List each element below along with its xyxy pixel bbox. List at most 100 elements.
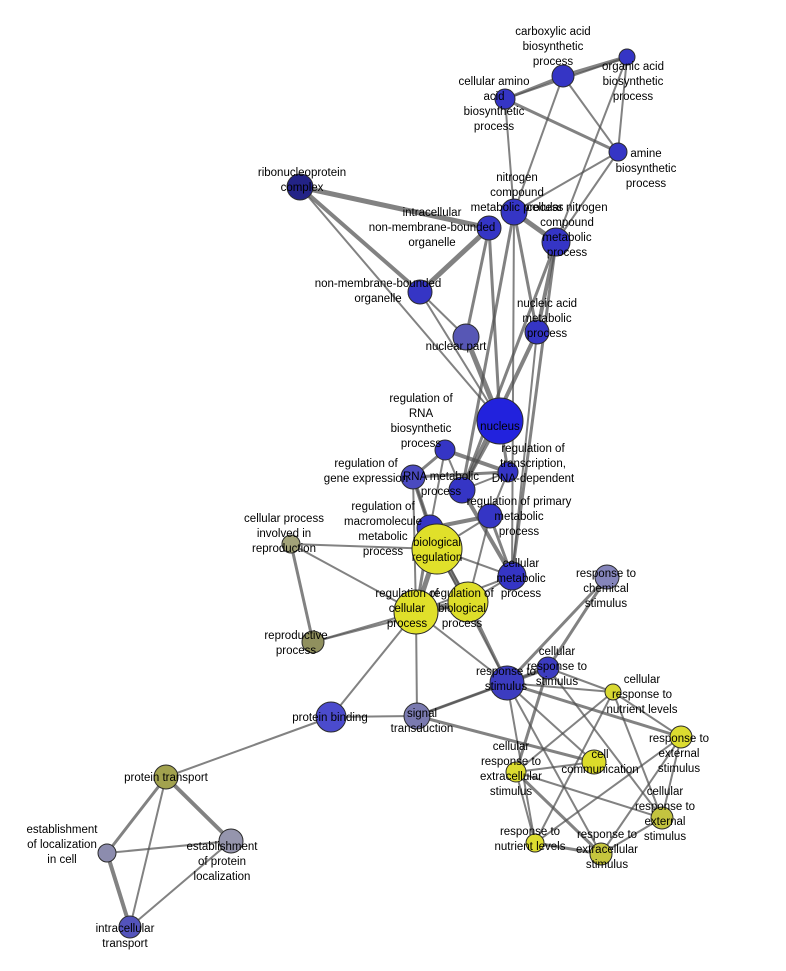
edge-ncm-rnam[interactable]	[460, 210, 516, 492]
edge-cpir-repro[interactable]	[289, 542, 315, 644]
edge-rnp-nucleus[interactable]	[299, 186, 501, 422]
node-rts[interactable]	[489, 665, 525, 701]
edge-rts-crnl[interactable]	[506, 682, 614, 693]
edge-crexts-rexs[interactable]	[600, 817, 663, 855]
edge-rnam-cmp[interactable]	[460, 488, 514, 578]
edge-crnl-rnl[interactable]	[534, 691, 614, 844]
node-crs[interactable]	[536, 656, 560, 680]
edge-pt-elc[interactable]	[105, 775, 168, 855]
node-rcp[interactable]	[393, 589, 439, 635]
edge-rnp-nmbo[interactable]	[298, 185, 422, 294]
node-rnam[interactable]	[448, 476, 476, 504]
edge-res-crexts[interactable]	[661, 736, 682, 819]
node-rnp[interactable]	[286, 173, 314, 201]
edge-ncm-cmp[interactable]	[511, 211, 515, 577]
edge-cncm-rnam[interactable]	[460, 240, 558, 492]
node-nucleus[interactable]	[476, 397, 524, 445]
edge-rnp-inmbo[interactable]	[297, 184, 492, 231]
edge-pt-it[interactable]	[129, 776, 167, 928]
edge-inmbo-npart[interactable]	[464, 226, 491, 339]
edge-pt-epl[interactable]	[164, 775, 233, 843]
node-rexs[interactable]	[589, 842, 613, 866]
edge-elc-it[interactable]	[105, 851, 132, 929]
edge-cncm-cmp[interactable]	[510, 240, 558, 578]
node-carb[interactable]	[551, 64, 575, 88]
node-org[interactable]	[618, 48, 636, 66]
edge-rtd-rge[interactable]	[411, 470, 510, 479]
edge-crnl-crexts[interactable]	[612, 691, 663, 819]
node-rrb[interactable]	[434, 439, 456, 461]
edge-org-amine[interactable]	[617, 56, 628, 153]
edge-amino-amine[interactable]	[503, 97, 620, 154]
edge-carb-amine[interactable]	[562, 75, 619, 153]
node-ncm[interactable]	[500, 198, 528, 226]
node-pt[interactable]	[153, 764, 179, 790]
edge-inmbo-nmbo[interactable]	[417, 225, 492, 295]
edge-cc-cres[interactable]	[515, 761, 595, 773]
edge-epl-it[interactable]	[129, 840, 232, 928]
node-crexts[interactable]	[650, 806, 674, 830]
edge-crnl-cres[interactable]	[515, 691, 614, 773]
edge-res-rexs[interactable]	[600, 736, 682, 855]
edge-crnl-res[interactable]	[612, 691, 682, 738]
node-rpm[interactable]	[477, 503, 503, 529]
edge-amine-ncm[interactable]	[513, 151, 619, 213]
edge-nmbo-nucleus[interactable]	[419, 291, 501, 422]
node-cmp[interactable]	[497, 561, 527, 591]
edge-res-rnl[interactable]	[534, 736, 682, 844]
node-epl[interactable]	[218, 828, 244, 854]
edge-crs-rcs[interactable]	[546, 575, 609, 670]
node-bioreg[interactable]	[411, 523, 463, 575]
edge-cres-rnl[interactable]	[515, 771, 536, 844]
edge-rts-rexs[interactable]	[506, 682, 602, 855]
edge-elc-epl[interactable]	[106, 840, 232, 854]
edge-pb-pt[interactable]	[165, 716, 332, 778]
edge-amino-ncm[interactable]	[504, 98, 515, 213]
node-nam[interactable]	[524, 319, 550, 345]
node-rbp[interactable]	[447, 581, 489, 623]
edge-rts-rcs[interactable]	[505, 575, 609, 685]
edge-cres-crexts[interactable]	[515, 771, 663, 819]
edge-crs-crnl[interactable]	[547, 667, 614, 693]
node-pb[interactable]	[315, 701, 347, 733]
node-cpir[interactable]	[281, 534, 301, 554]
edge-amine-cncm[interactable]	[555, 151, 619, 243]
edge-ncm-nam[interactable]	[512, 210, 539, 334]
edge-cres-rexs[interactable]	[514, 770, 603, 856]
node-cres[interactable]	[505, 761, 527, 783]
node-elc[interactable]	[97, 843, 117, 863]
node-inmbo[interactable]	[476, 215, 502, 241]
node-it[interactable]	[118, 915, 142, 939]
edge-org-cncm[interactable]	[555, 56, 628, 243]
edges-layer	[105, 55, 683, 929]
node-rcs[interactable]	[594, 564, 620, 590]
node-res[interactable]	[669, 725, 693, 749]
node-rnl[interactable]	[525, 833, 545, 853]
edge-carb-ncm[interactable]	[513, 75, 564, 213]
edge-cpir-rcp[interactable]	[290, 543, 417, 613]
edge-pb-rcp[interactable]	[330, 611, 417, 718]
node-st[interactable]	[403, 702, 431, 730]
node-rtd[interactable]	[497, 461, 519, 483]
node-crnl[interactable]	[604, 683, 622, 701]
edge-st-cc[interactable]	[415, 714, 596, 764]
edge-inmbo-nucleus[interactable]	[487, 226, 502, 423]
node-amino[interactable]	[494, 88, 516, 110]
node-cncm[interactable]	[541, 227, 571, 257]
node-rge[interactable]	[400, 464, 426, 490]
edge-crs-cres[interactable]	[514, 666, 550, 774]
node-cc[interactable]	[581, 749, 607, 775]
edge-rrb-rtd[interactable]	[443, 448, 510, 474]
edge-repro-rbp[interactable]	[312, 601, 469, 643]
edge-nam-cmp[interactable]	[511, 331, 538, 577]
node-amine[interactable]	[608, 142, 628, 162]
edge-rts-cc[interactable]	[506, 682, 595, 763]
node-npart[interactable]	[452, 323, 480, 351]
node-repro[interactable]	[301, 630, 325, 654]
edge-rts-res[interactable]	[505, 681, 683, 739]
node-nmbo[interactable]	[407, 279, 433, 305]
